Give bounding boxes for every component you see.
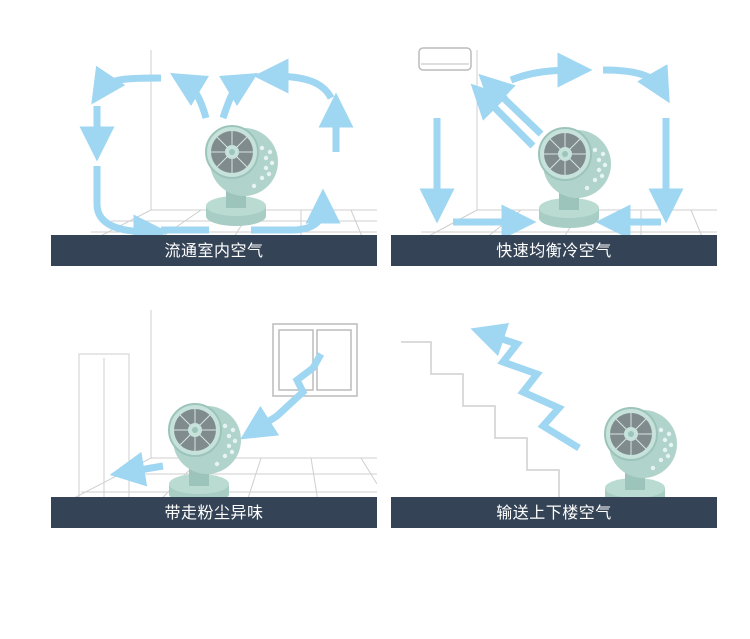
panel-ventilation: 带走粉尘异味 <box>51 288 377 528</box>
panel-caption: 快速均衡冷空气 <box>391 235 717 266</box>
air-conditioner-icon <box>418 47 472 71</box>
panel-caption: 输送上下楼空气 <box>391 497 717 528</box>
panel-cooling: 快速均衡冷空气 <box>391 26 717 266</box>
window-icon <box>272 323 358 397</box>
cooling-illustration <box>391 47 717 259</box>
panel-caption: 流通室内空气 <box>51 235 377 266</box>
panel-circulation: 流通室内空气 <box>51 26 377 266</box>
ventilation-illustration <box>51 310 377 521</box>
panel-stairs: 输送上下楼空气 <box>391 288 717 528</box>
stairs-illustration <box>401 322 678 509</box>
circulation-illustration <box>51 50 377 259</box>
panel-caption: 带走粉尘异味 <box>51 497 377 528</box>
